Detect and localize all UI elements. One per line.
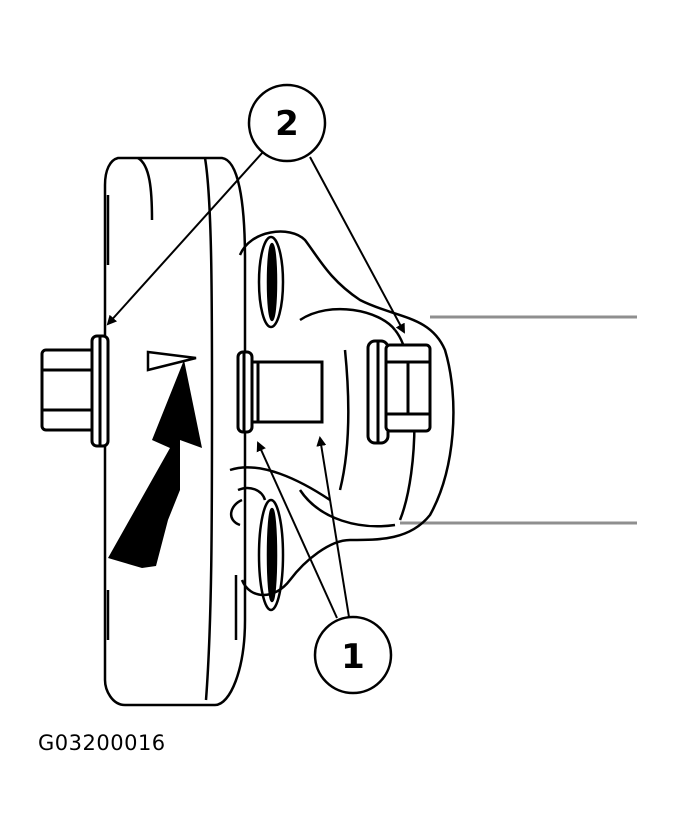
nut-right: [366, 339, 432, 445]
callout-1-label: 1: [341, 637, 365, 677]
callout-2-label: 2: [275, 104, 299, 144]
figure-code: G03200016: [38, 731, 166, 755]
yoke-lugs: [257, 235, 285, 612]
bolt-left: [40, 334, 110, 448]
center-bolt: [236, 350, 324, 434]
callout-2-marker: 2: [247, 83, 327, 163]
callout-2-leader-lines: [106, 151, 405, 334]
large-indicator-arrow: [108, 360, 202, 568]
driveshaft-tube: [400, 315, 637, 525]
callout-1-marker: 1: [313, 615, 393, 695]
alignment-mark: [146, 350, 197, 372]
callout-1-leader-lines: [256, 436, 350, 619]
